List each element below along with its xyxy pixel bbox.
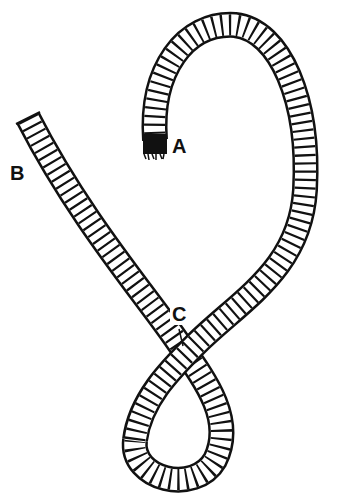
part-label: C [170,303,188,325]
leader-line [179,329,183,346]
rope-outline [135,25,306,440]
rope-body [135,25,306,441]
rope-strands [135,25,306,440]
part-label: A [170,135,188,157]
rope-cut-end [16,112,40,124]
part-label: B [8,162,26,184]
frayed-end [143,134,167,160]
